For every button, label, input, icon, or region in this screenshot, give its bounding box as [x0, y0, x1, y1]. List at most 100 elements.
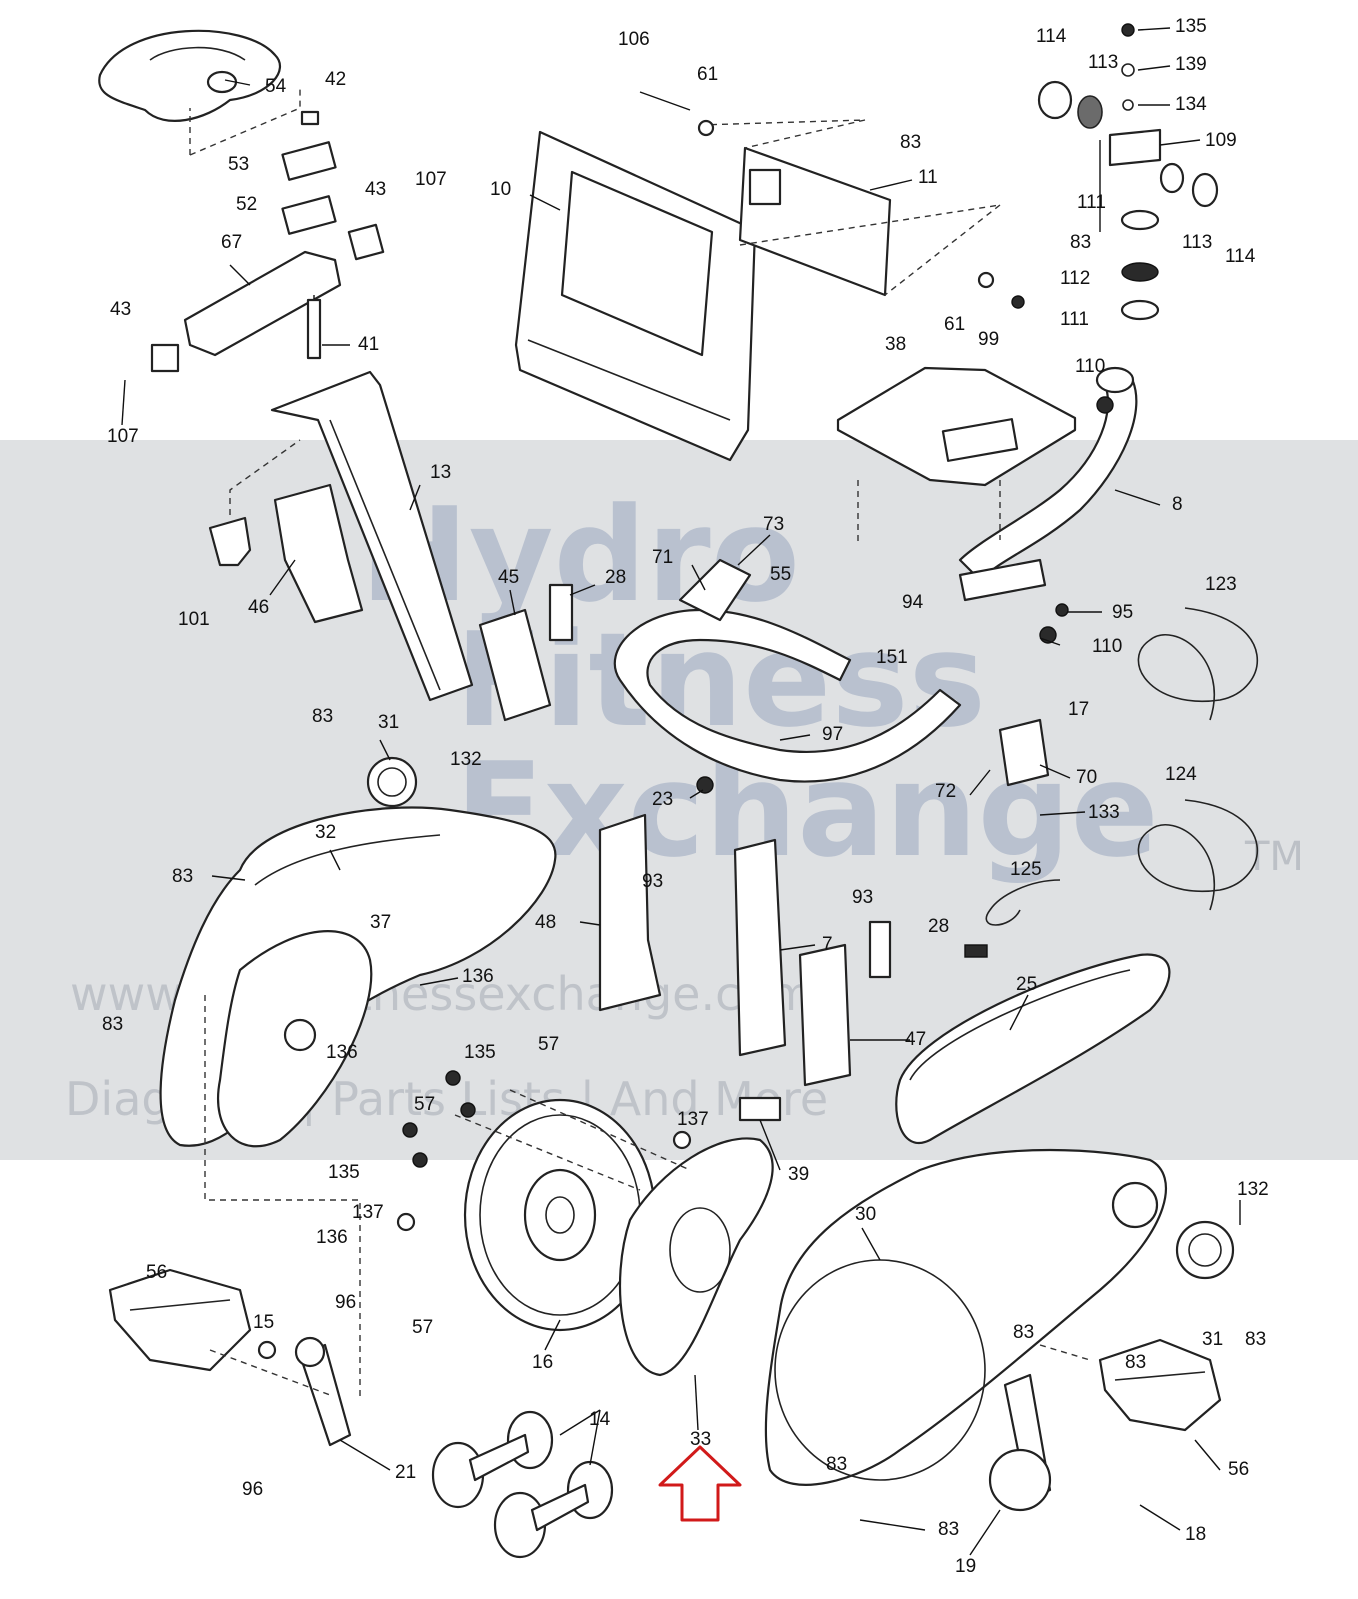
- callout-135: 135: [464, 1042, 496, 1063]
- end-cap-43-left: [150, 343, 180, 373]
- right-shroud: [764, 1148, 1235, 1486]
- pedal-56-left: [108, 1268, 252, 1372]
- frame-center: [478, 583, 892, 1122]
- callout-95: 95: [1112, 602, 1133, 623]
- callout-111: 111: [1060, 309, 1089, 330]
- callout-99: 99: [978, 329, 999, 350]
- callout-93: 93: [852, 887, 873, 908]
- clip-28-lower: [868, 920, 892, 979]
- callout-132: 132: [450, 749, 482, 770]
- callout-109: 109: [1205, 130, 1237, 151]
- bearing-31-right: [1175, 1220, 1235, 1280]
- bearing-31-left: [366, 756, 418, 808]
- pedal-56-right: [1098, 1338, 1222, 1432]
- seat: [98, 29, 282, 122]
- callout-57: 57: [412, 1317, 433, 1338]
- seat-assembly: [98, 29, 385, 373]
- callout-10: 10: [490, 179, 511, 200]
- callout-56: 56: [146, 1262, 167, 1283]
- callout-83: 83: [1245, 1329, 1266, 1350]
- leader-lines: [121, 27, 1241, 1556]
- callout-93: 93: [642, 871, 663, 892]
- callout-43: 43: [110, 299, 131, 320]
- callout-96: 96: [335, 1292, 356, 1313]
- callout-21: 21: [395, 1462, 416, 1483]
- seat-post-cover-46: [273, 483, 364, 624]
- seat-post-13: [270, 370, 474, 702]
- hr-sensor-70-72: [998, 718, 1050, 787]
- callout-15: 15: [253, 1312, 274, 1333]
- callout-106: 106: [618, 29, 650, 50]
- callout-113: 113: [1088, 52, 1118, 73]
- callout-83: 83: [1013, 1322, 1034, 1343]
- callout-18: 18: [1185, 1524, 1206, 1545]
- callout-37: 37: [370, 912, 391, 933]
- callout-151: 151: [876, 647, 908, 668]
- callout-125: 125: [1010, 859, 1042, 880]
- callout-110: 110: [1092, 636, 1122, 657]
- callout-28: 28: [605, 567, 626, 588]
- seat-slider: [183, 250, 342, 357]
- callout-107: 107: [107, 426, 139, 447]
- seat-post: [208, 370, 474, 702]
- callout-41: 41: [358, 334, 379, 355]
- callout-31: 31: [1202, 1329, 1223, 1350]
- callout-67: 67: [221, 232, 242, 253]
- left-shroud: [159, 756, 557, 1400]
- callout-61: 61: [697, 64, 718, 85]
- flywheel-cover-33: [618, 1137, 774, 1377]
- callout-132: 132: [1237, 1179, 1269, 1200]
- callout-83: 83: [102, 1014, 123, 1035]
- callout-112: 112: [1060, 268, 1090, 289]
- callout-53: 53: [228, 154, 249, 175]
- seat-bolt-42: [300, 110, 320, 126]
- frame-post-7: [733, 838, 787, 1057]
- handlebar-assembly: [613, 366, 1138, 787]
- callout-46: 46: [248, 597, 269, 618]
- callout-33: 33: [690, 1429, 711, 1450]
- flywheel: [454, 1089, 774, 1377]
- callout-55: 55: [770, 564, 791, 585]
- callout-101: 101: [178, 609, 210, 630]
- callout-139: 139: [1175, 54, 1207, 75]
- cables: [964, 607, 1259, 958]
- callout-83: 83: [172, 866, 193, 887]
- callout-96: 96: [242, 1479, 263, 1500]
- foot-39: [738, 1096, 782, 1122]
- callout-17: 17: [1068, 699, 1089, 720]
- belt-25: [895, 953, 1171, 1144]
- callout-83: 83: [938, 1519, 959, 1540]
- callout-47: 47: [905, 1029, 926, 1050]
- drive-belt: [895, 953, 1171, 1144]
- grip-71-73: [678, 558, 752, 622]
- cable-123: [1137, 607, 1259, 721]
- callout-11: 11: [918, 167, 938, 188]
- seat-clamp-upper: [281, 141, 337, 181]
- callout-57: 57: [538, 1034, 559, 1055]
- callout-31: 31: [378, 712, 399, 733]
- end-cap-43-right: [347, 223, 385, 261]
- upright-tube-8: [958, 373, 1138, 582]
- callout-136: 136: [462, 966, 494, 987]
- callout-107: 107: [415, 169, 447, 190]
- callout-8: 8: [1172, 494, 1183, 515]
- callout-123: 123: [1205, 574, 1237, 595]
- callout-137: 137: [677, 1109, 709, 1130]
- callout-56: 56: [1228, 1459, 1249, 1480]
- callout-23: 23: [652, 789, 673, 810]
- callout-61: 61: [944, 314, 965, 335]
- callout-70: 70: [1076, 767, 1097, 788]
- callout-135: 135: [1175, 16, 1207, 37]
- callout-labels: 106 61 83 11 10 83 61 99 114 113 135 139…: [102, 16, 1269, 1577]
- cover-45: [478, 608, 552, 722]
- callout-57: 57: [414, 1094, 435, 1115]
- crank-and-pedals: [108, 1268, 1222, 1512]
- seat-knob-101: [208, 516, 252, 567]
- callout-25: 25: [1016, 974, 1037, 995]
- cover-47: [798, 943, 852, 1087]
- console-screen: [560, 170, 714, 357]
- callout-52: 52: [236, 194, 257, 215]
- callout-48: 48: [535, 912, 556, 933]
- callout-28: 28: [928, 916, 949, 937]
